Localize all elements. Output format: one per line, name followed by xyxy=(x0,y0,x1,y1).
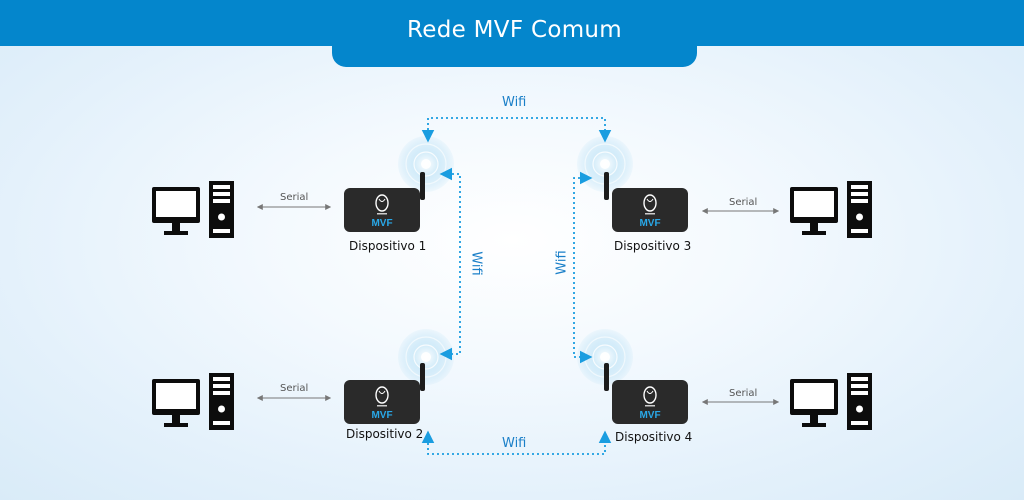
device-label-2: Dispositivo 2 xyxy=(346,427,424,441)
router-icon xyxy=(604,363,688,424)
device-logo: MVF xyxy=(371,410,392,421)
wifi-link-bottom xyxy=(421,430,612,455)
router-icon xyxy=(344,363,425,424)
device-label-3: Dispositivo 3 xyxy=(614,239,692,253)
device-logo: MVF xyxy=(639,218,660,229)
device-label-1: Dispositivo 1 xyxy=(349,239,427,253)
wifi-signal-icon xyxy=(397,328,455,386)
wifi-signal-icon xyxy=(397,135,455,193)
wifi-link-right xyxy=(573,171,593,364)
wifi-link-left xyxy=(439,167,461,361)
router-icon xyxy=(344,172,425,232)
router-icon xyxy=(604,172,688,232)
computer-icon xyxy=(152,373,234,430)
device-logo: MVF xyxy=(371,218,392,229)
computer-icon xyxy=(790,181,872,238)
serial-label: Serial xyxy=(280,192,309,203)
serial-label: Serial xyxy=(280,383,309,394)
title-tab: Rede MVF Comum xyxy=(332,0,697,67)
serial-label: Serial xyxy=(729,388,758,399)
device-logo: MVF xyxy=(639,410,660,421)
serial-label: Serial xyxy=(729,197,758,208)
computer-icon xyxy=(152,181,234,238)
wifi-label-top: Wifi xyxy=(502,95,527,110)
wifi-label-bottom: Wifi xyxy=(502,436,527,451)
wifi-link-top xyxy=(421,117,612,143)
wifi-label-left: Wifi xyxy=(468,251,484,276)
computer-icon xyxy=(790,373,872,430)
device-label-4: Dispositivo 4 xyxy=(615,430,693,444)
page-title: Rede MVF Comum xyxy=(407,16,622,43)
wifi-label-right: Wifi xyxy=(554,250,570,275)
